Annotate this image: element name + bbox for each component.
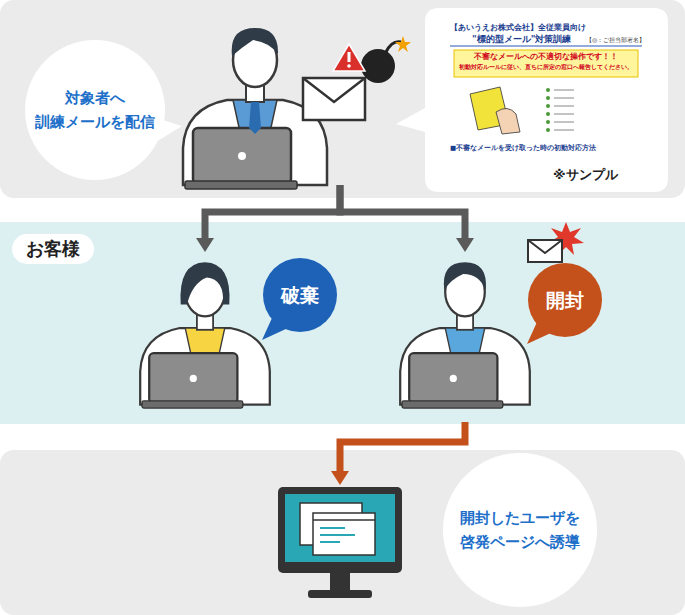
bubble-text: 開封 xyxy=(543,285,587,315)
speaker-group: 対象者へ 訓練メールを配信 xyxy=(20,25,400,185)
sample-bubble xyxy=(396,8,668,192)
customer-figure xyxy=(400,262,530,408)
customer-group: 破棄 xyxy=(145,252,345,422)
customer-figure xyxy=(140,262,270,408)
customer-band-ground xyxy=(0,222,685,424)
note-label: ※サンプル xyxy=(553,166,618,184)
bubble-text: 破棄 xyxy=(278,280,322,310)
band-heading: お客様 xyxy=(12,234,94,264)
bubble-text: 開封したユーザを 啓発ページへ誘導 xyxy=(450,506,590,554)
flow-arrow xyxy=(340,185,465,238)
sample-text: 【あいうえお株式会社】全従業員向け xyxy=(450,23,586,33)
flow-arrow xyxy=(205,185,340,238)
bottom-band xyxy=(0,450,685,615)
sample-text: 初動対応ルールに従い、直ちに所定の窓口へ報告してください。 xyxy=(454,63,638,70)
top-band xyxy=(0,0,685,198)
sample-text: ■不審なメールを受け取った時の初動対応方法 xyxy=(450,145,596,153)
landing-group: 開封したユーザを 啓発ページへ誘導 xyxy=(270,485,630,610)
sample-text: 【◎：ご担当部署名】 xyxy=(586,36,645,43)
speech-bubble: 対象者へ 訓練メールを配信 xyxy=(25,40,166,181)
customer-band: お客様破棄 開封 xyxy=(0,222,685,424)
monitor-figure xyxy=(278,487,402,598)
mail-bomb-icon xyxy=(303,36,411,120)
flow-arrow xyxy=(340,422,465,471)
speech-bubble: 開封したユーザを 啓発ページへ誘導 xyxy=(443,453,597,607)
sample-mail: 【あいうえお株式会社】全従業員向け"標的型メール"対策訓練 【◎：ご担当部署名】不… xyxy=(446,20,646,160)
sample-text: 不審なメールへの不適切な操作です！！ xyxy=(454,52,638,61)
bubble-text: 対象者へ 訓練メールを配信 xyxy=(32,86,158,134)
sample-text: "標的型メール"対策訓練 xyxy=(472,34,571,45)
opened-mail-icon xyxy=(528,222,584,262)
customer-group: 開封 xyxy=(400,252,620,422)
speech-bubble: 開封 xyxy=(528,263,602,337)
speech-bubble: 破棄 xyxy=(263,258,337,332)
